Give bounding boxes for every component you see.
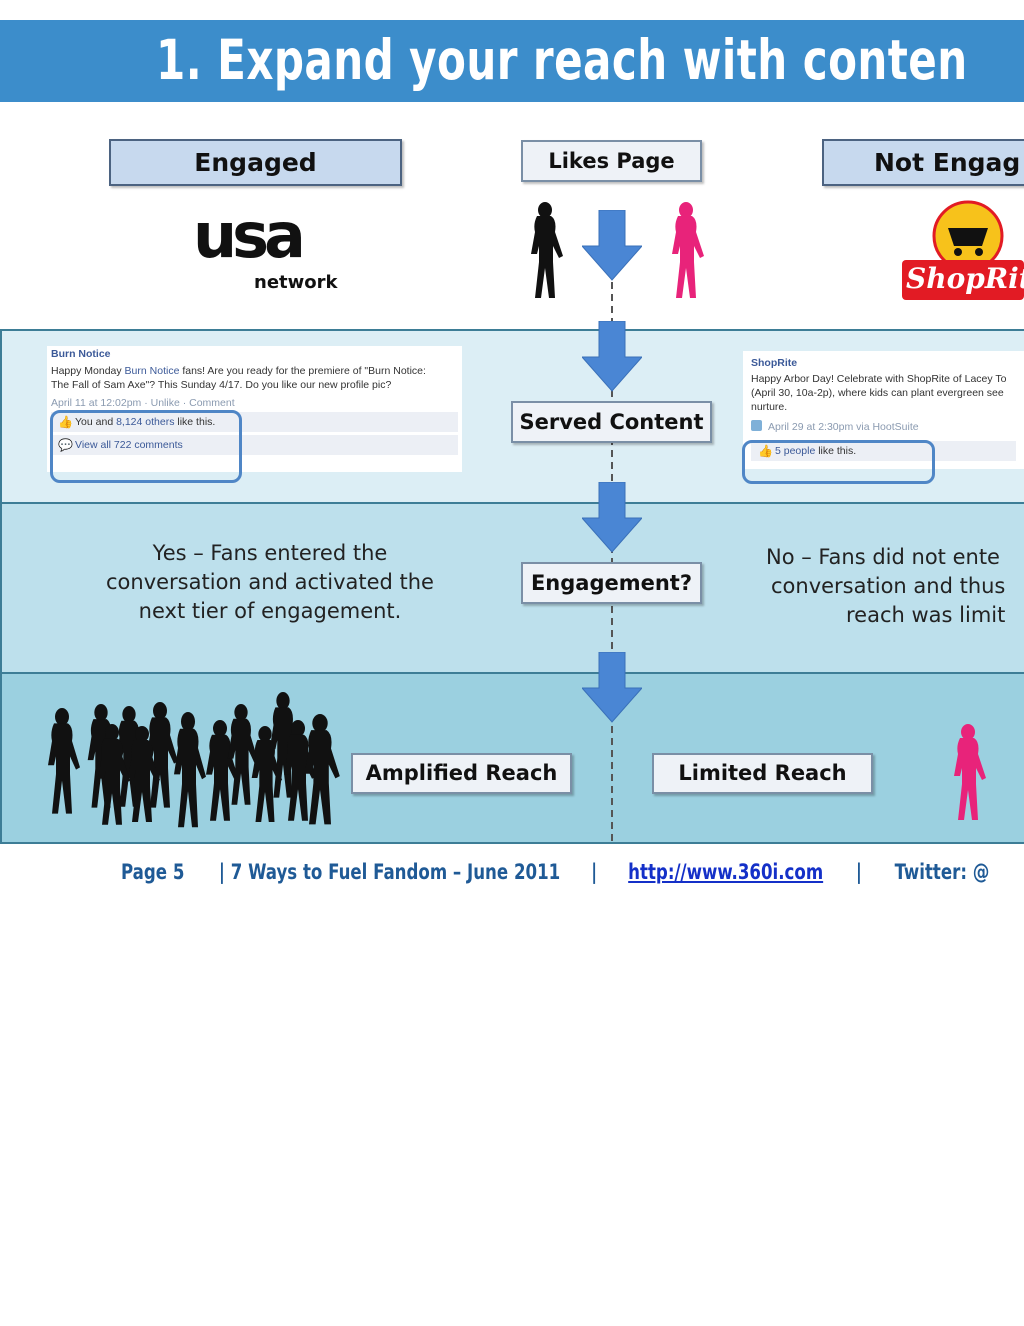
likes-page-label: Likes Page	[521, 140, 702, 182]
engagement-band	[0, 502, 1024, 672]
yes-explanation: Yes – Fans entered the conversation and …	[70, 539, 470, 626]
no-line-2: conversation and thus	[771, 574, 1006, 598]
limited-reach-label: Limited Reach	[652, 753, 873, 794]
title-banner: 1. Expand your reach with conten	[0, 20, 1024, 102]
post-text-b: fans! Are you ready for the premiere of …	[179, 365, 426, 377]
band-left-border	[0, 329, 2, 844]
post-text-link[interactable]: Burn Notice	[124, 365, 180, 377]
post-author: ShopRite	[751, 357, 798, 369]
footer-separator: |	[591, 860, 598, 884]
amplified-reach-label: Amplified Reach	[351, 753, 572, 794]
engagement-question-label: Engagement?	[521, 562, 702, 604]
shoprite-engagement-highlight	[742, 440, 935, 484]
footer-separator: |	[855, 860, 862, 884]
usa-network-logo: usa network	[193, 199, 338, 299]
shoprite-emblem-icon	[902, 200, 1024, 300]
usa-logo-sub: network	[254, 272, 338, 293]
pink-woman-silhouette-icon	[954, 724, 986, 820]
post-likes-row: 👍 5 people like this.	[751, 441, 1016, 461]
shoprite-logo: ShopRite	[902, 200, 1024, 300]
footer-twitter: Twitter: @	[894, 860, 990, 884]
down-arrow-icon	[582, 210, 642, 281]
comment-bubble-icon: 💬	[58, 438, 73, 452]
post-text: Happy Monday Burn Notice fans! Are you r…	[51, 364, 458, 392]
post-meta: April 29 at 2:30pm via HootSuite	[751, 420, 1016, 433]
page-footer: Page 5 | 7 Ways to Fuel Fandom – June 20…	[121, 860, 989, 884]
usa-logo-main: usa	[193, 199, 306, 272]
likes-text-a: You and	[75, 416, 117, 428]
no-line-1: No – Fans did not ente	[766, 545, 1000, 569]
post-text: Happy Arbor Day! Celebrate with ShopRite…	[751, 372, 1016, 414]
post-text-c: The Fall of Sam Axe"? This Sunday 4/17. …	[51, 379, 392, 391]
footer-separator: |	[218, 860, 225, 884]
likes-link[interactable]: 8,124 others	[116, 416, 175, 428]
footer-title: 7 Ways to Fuel Fandom – June 2011	[230, 860, 561, 884]
post-text-b: (April 30, 10a-2p), where kids can plant…	[751, 387, 1004, 399]
not-engaged-label: Not Engag	[822, 139, 1024, 186]
footer-page-number: Page 5	[121, 860, 185, 884]
black-woman-silhouette-icon	[531, 202, 563, 298]
post-author: Burn Notice	[51, 348, 111, 360]
usa-facebook-post: Burn Notice Happy Monday Burn Notice fan…	[47, 346, 462, 472]
hootsuite-icon	[751, 420, 762, 431]
post-text-a: Happy Monday	[51, 365, 125, 377]
down-arrow-icon	[582, 482, 642, 553]
down-arrow-icon	[582, 321, 642, 392]
post-meta: April 11 at 12:02pm · Unlike · Comment	[51, 397, 235, 409]
post-comments-row: 💬 View all 722 comments	[51, 435, 458, 455]
crowd-silhouettes-icon	[48, 692, 340, 828]
thumbs-up-icon: 👍	[58, 415, 73, 429]
thumbs-up-icon: 👍	[758, 444, 773, 458]
footer-url-link[interactable]: http://www.360i.com	[628, 860, 824, 884]
shoprite-wordmark: ShopRite	[906, 262, 1024, 295]
down-arrow-icon	[582, 652, 642, 723]
yes-line-3: next tier of engagement.	[138, 599, 402, 623]
yes-line-1: Yes – Fans entered the	[152, 541, 388, 565]
no-line-3: reach was limit	[846, 603, 1006, 627]
served-content-label: Served Content	[511, 401, 712, 443]
likes-link[interactable]: 5 people	[775, 445, 816, 457]
usa-engagement-highlight	[50, 410, 242, 483]
engaged-label: Engaged	[109, 139, 402, 186]
shoprite-facebook-post: ShopRite Happy Arbor Day! Celebrate with…	[743, 351, 1024, 469]
yes-line-2: conversation and activated the	[106, 570, 434, 594]
post-text-a: Happy Arbor Day! Celebrate with ShopRite…	[751, 373, 1007, 385]
post-meta-text: April 29 at 2:30pm via HootSuite	[768, 421, 919, 433]
no-explanation: No – Fans did not ente conversation and …	[766, 543, 1024, 630]
pink-woman-silhouette-icon	[672, 202, 704, 298]
post-text-c: nurture.	[751, 401, 788, 413]
page-title: 1. Expand your reach with conten	[156, 28, 968, 92]
view-comments-link[interactable]: View all 722 comments	[75, 439, 183, 451]
likes-text-b: like this.	[815, 445, 857, 457]
post-likes-row: 👍 You and 8,124 others like this.	[51, 412, 458, 432]
likes-text-b: like this.	[174, 416, 216, 428]
